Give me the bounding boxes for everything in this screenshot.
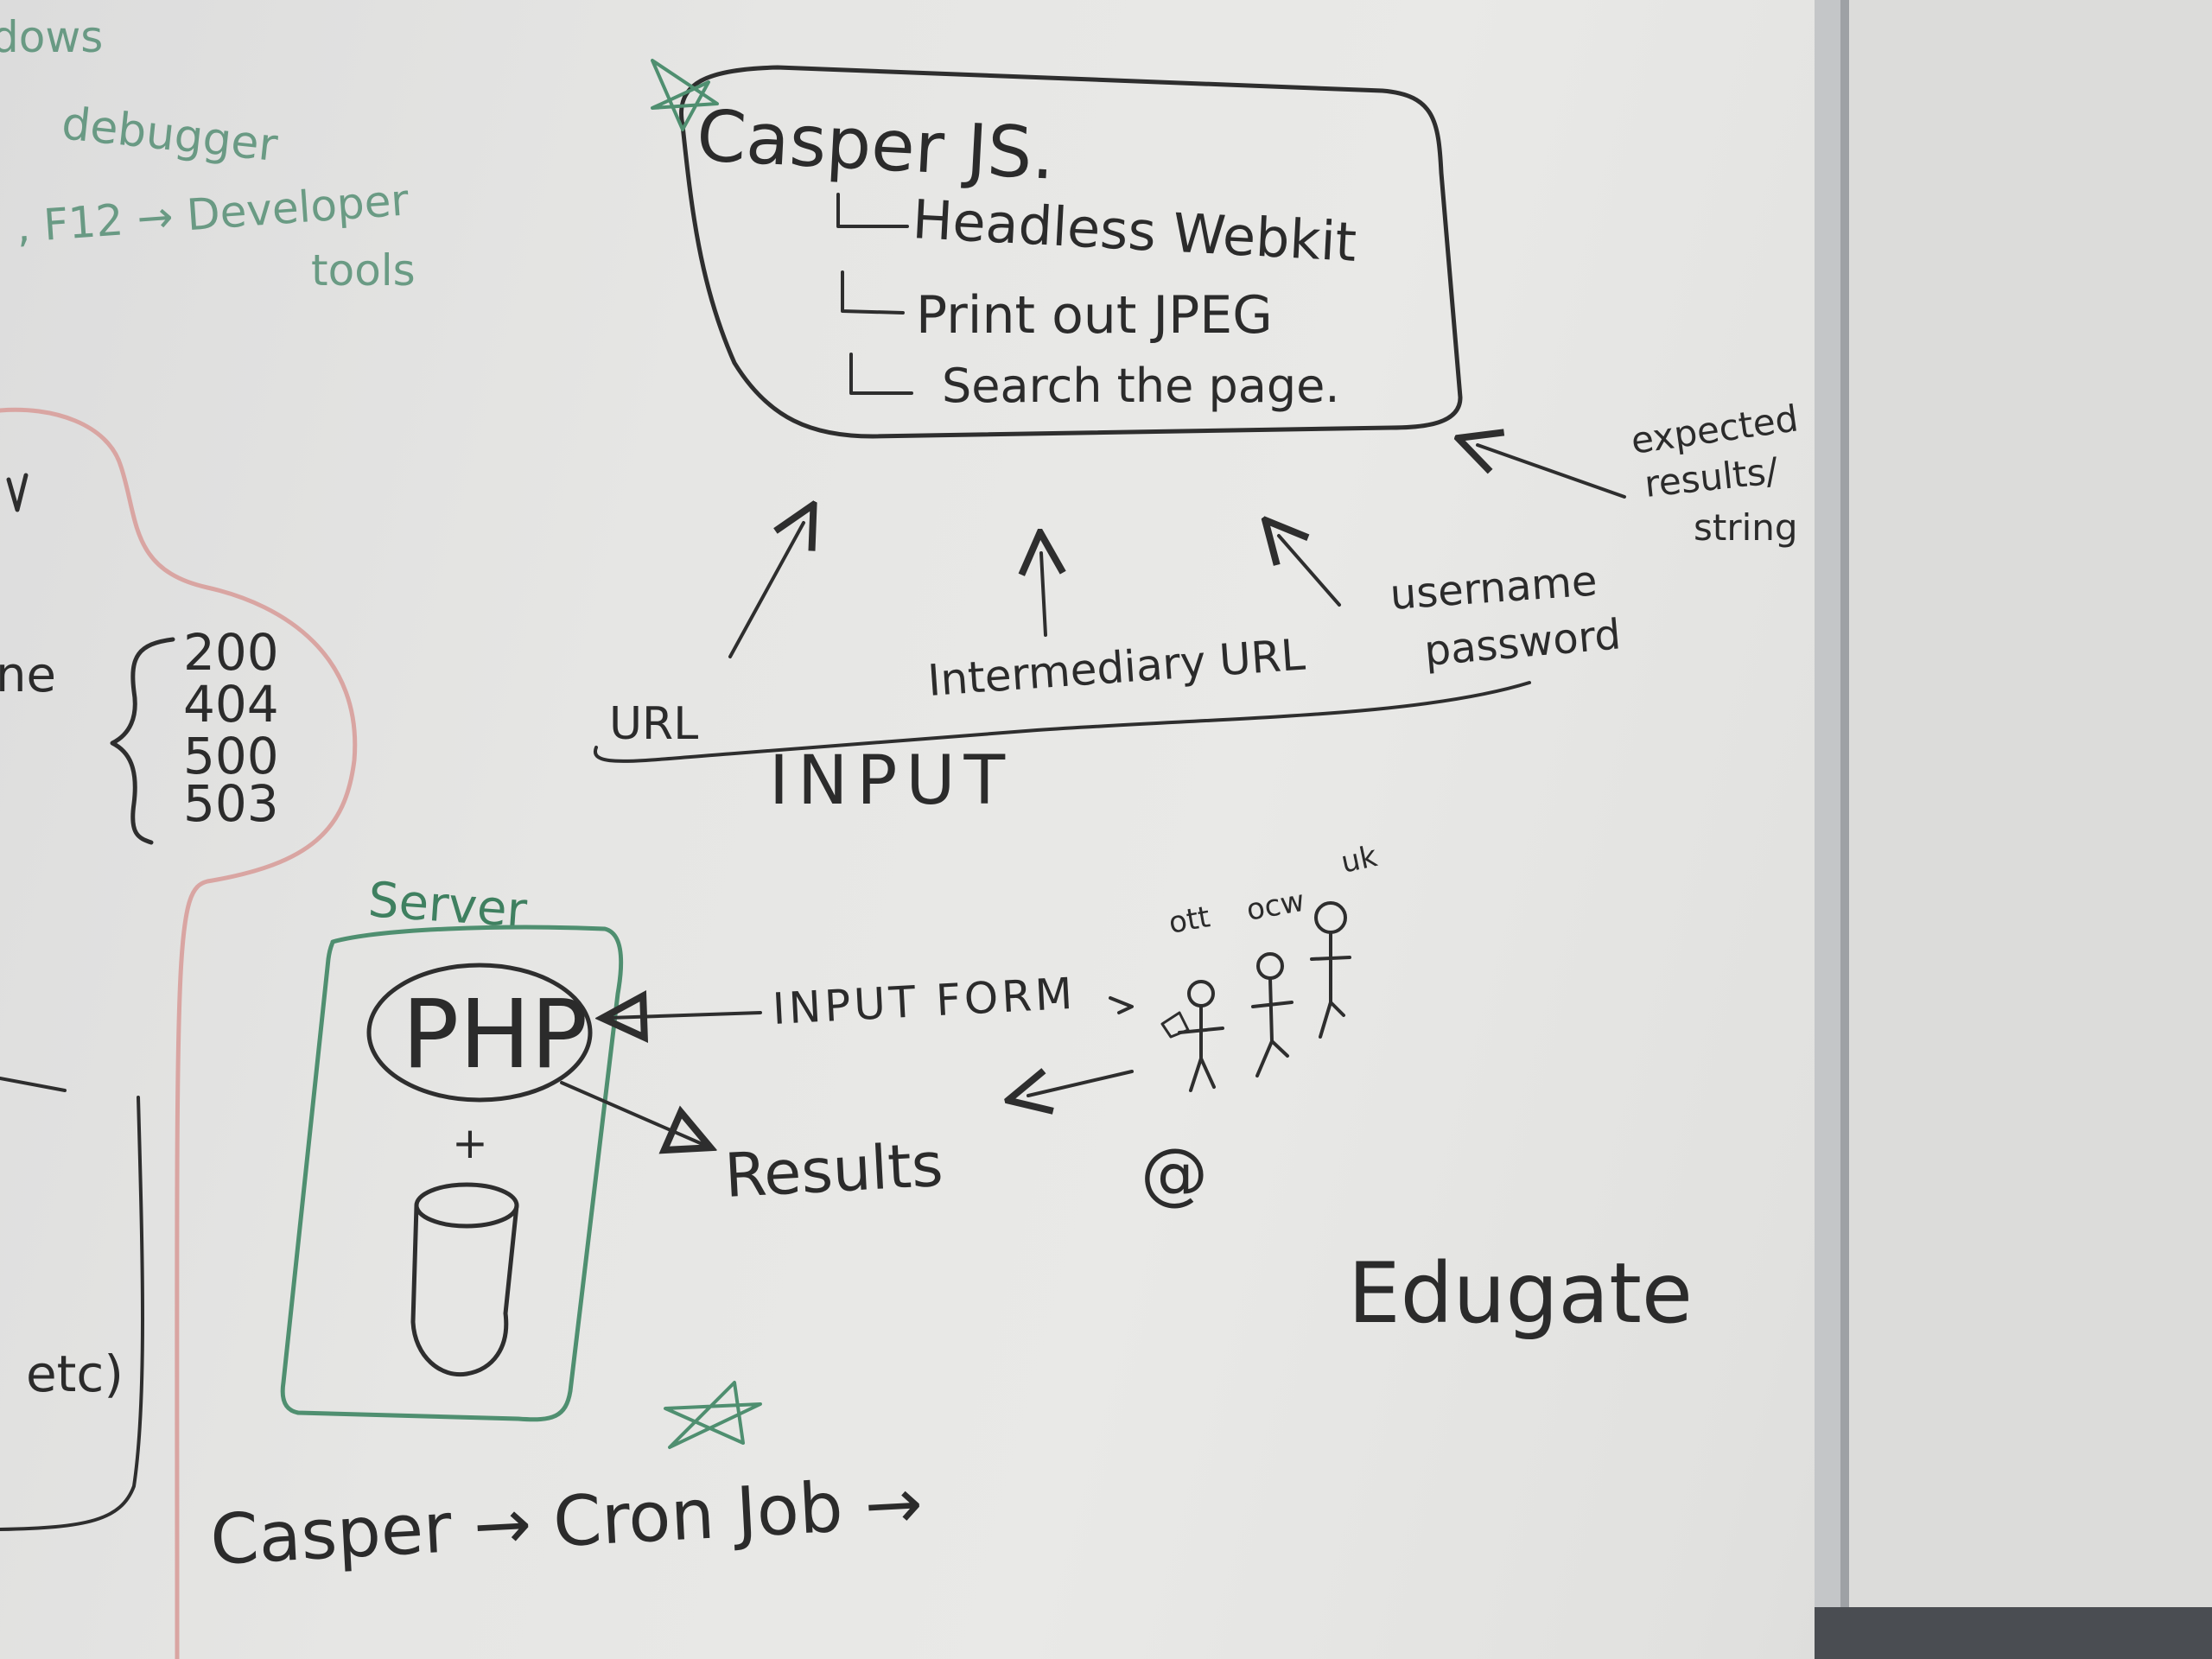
server-plus: + [452,1118,488,1168]
input-form-label: INPUT FORM [772,969,1077,1034]
status-code: 500 [183,727,279,785]
edugate-label: Edugate [1348,1245,1693,1342]
left-note-line4: tools [311,245,416,296]
board-frame-edge [1840,0,1849,1659]
status-brace [110,637,175,845]
database-icon [410,1182,519,1377]
casper-box [679,65,1463,439]
wall [1849,0,2212,1659]
input-credentials-line2: password [1422,610,1623,676]
left-note-line2: debugger [60,98,281,172]
person-label: ocw [1244,884,1307,928]
left-bracket [0,1096,144,1531]
casper-item: Headless Webkit [911,188,1358,274]
input-arrow-credentials [1279,536,1341,607]
input-intermediary: Intermediary URL [926,630,1307,706]
tree-branch [841,270,905,315]
results-label: Results [723,1129,945,1211]
stick-figure [1251,952,1294,1077]
left-note-line1: dows [0,12,103,62]
expected-note-line3: string [1694,506,1798,549]
footer-flow: Casper → Cron Job → [208,1463,925,1580]
board-tray [1815,1607,2212,1659]
person-label: uk [1338,839,1381,880]
left-mark-v [6,473,29,512]
status-prefix: ne [0,647,56,703]
status-code: 404 [183,675,279,734]
status-code: 200 [183,623,279,682]
input-credentials-line1: username [1389,556,1599,620]
small-arrow-mark [1109,996,1134,1014]
status-code: 503 [183,774,279,833]
status-code-list: 200 404 500 503 [183,623,279,833]
red-outline [0,407,358,1659]
input-underbrace [593,681,1531,763]
input-form-arrow [609,1013,762,1018]
left-line [0,1077,67,1092]
people-arrow [1028,1071,1134,1096]
at-symbol: @ [1141,1135,1208,1213]
star-icon [651,59,719,131]
expected-arrow [1478,445,1626,499]
results-arrow [560,1081,704,1145]
casper-title: Casper JS. [695,95,1057,196]
left-etc: etc) [26,1344,124,1403]
tree-branch [836,193,909,228]
board-frame [1815,0,1840,1659]
tree-branch [849,353,913,395]
stick-figure [1310,901,1351,1039]
php-label: PHP [402,979,588,1090]
input-arrow-url [728,523,804,658]
person-label: ott [1166,899,1213,941]
casper-item: Search the page. [942,359,1340,413]
php-circle [366,963,593,1103]
casper-item: Print out JPEG [916,285,1273,346]
stick-figure [1160,980,1224,1092]
star-icon [664,1381,762,1449]
input-url: URL [609,698,698,750]
server-box [280,925,624,1422]
stick-figures [1160,901,1351,1092]
left-note-line3: , F12 → Developer [15,175,410,252]
input-label: INPUT [769,742,1014,820]
input-arrow-intermediary [1041,553,1046,637]
